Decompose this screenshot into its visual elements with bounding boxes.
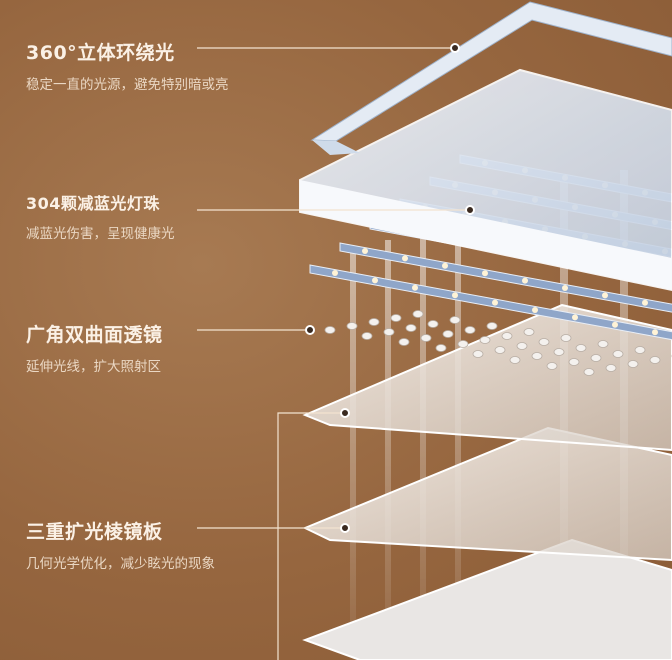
led-bead [412, 284, 418, 291]
feature-led-beads: 304颗减蓝光灯珠 减蓝光伤害，呈现健康光 [26, 190, 175, 242]
led-bead [452, 292, 458, 299]
lens [531, 352, 543, 360]
lens [634, 346, 646, 354]
lens [546, 362, 558, 370]
led-bead [362, 248, 368, 254]
feature-desc: 延伸光线，扩大照射区 [26, 359, 161, 375]
led-bead [372, 277, 378, 284]
lens [568, 358, 580, 366]
led-bead [602, 292, 608, 299]
leader-dots [305, 43, 475, 533]
lens [472, 350, 484, 358]
lens [449, 316, 461, 324]
feature-title: 304颗减蓝光灯珠 [26, 194, 160, 213]
lens [361, 332, 373, 340]
led-bead [572, 314, 578, 321]
prism-plate-1 [302, 303, 672, 452]
feature-desc: 稳定一直的光源，避免特别暗或亮 [26, 77, 229, 93]
lens [464, 326, 476, 334]
lens [516, 342, 528, 350]
lens [605, 364, 617, 372]
lens [383, 328, 395, 336]
lens [486, 322, 498, 330]
lens-array [324, 310, 672, 376]
lens [398, 338, 410, 346]
lens [560, 334, 572, 342]
led-bead [652, 329, 658, 336]
lens [590, 354, 602, 362]
lens [346, 322, 358, 330]
led-bead [442, 262, 448, 269]
lens [368, 318, 380, 326]
lens [583, 368, 595, 376]
feature-surround-light: 360°立体环绕光 稳定一直的光源，避免特别暗或亮 [26, 38, 229, 93]
lens [509, 356, 521, 364]
feature-desc: 减蓝光伤害，呈现健康光 [26, 226, 175, 242]
light-box-edge [300, 180, 672, 290]
lens [420, 334, 432, 342]
lens [324, 326, 336, 334]
prism-plate-3 [302, 538, 672, 660]
lens [435, 344, 447, 352]
leader-lines [197, 47, 470, 660]
lens [405, 324, 417, 332]
feature-title: 广角双曲面透镜 [26, 324, 163, 346]
lens [390, 314, 402, 322]
lens [575, 344, 587, 352]
feature-lens: 广角双曲面透镜 延伸光线，扩大照射区 [26, 320, 163, 375]
led-bead [642, 299, 648, 306]
surround-frame [310, 1, 672, 155]
led-bead [532, 307, 538, 313]
led-bead [402, 255, 408, 262]
lens [479, 336, 491, 344]
lens [538, 338, 550, 346]
led-bead [612, 321, 618, 328]
feature-desc: 几何光学优化，减少眩光的现象 [26, 556, 215, 572]
led-strip [309, 264, 672, 341]
feature-title: 360°立体环绕光 [26, 42, 175, 64]
lens [427, 320, 439, 328]
prism-plate-2 [302, 426, 672, 562]
lens [553, 348, 565, 356]
lens [494, 346, 506, 354]
led-bead [482, 270, 488, 277]
feature-prism-plate: 三重扩光棱镜板 几何光学优化，减少眩光的现象 [26, 517, 215, 572]
led-strip [339, 242, 672, 313]
led-bead [332, 270, 338, 276]
lens [457, 340, 469, 348]
feature-title: 三重扩光棱镜板 [26, 521, 163, 543]
lens [442, 330, 454, 338]
lens [523, 328, 535, 336]
led-bead [492, 299, 498, 306]
lens [501, 332, 513, 340]
lens [649, 356, 661, 364]
lens [412, 310, 424, 318]
led-bead [522, 277, 528, 284]
lens [627, 360, 639, 368]
lens [597, 340, 609, 348]
led-bead [562, 285, 568, 291]
lens [612, 350, 624, 358]
